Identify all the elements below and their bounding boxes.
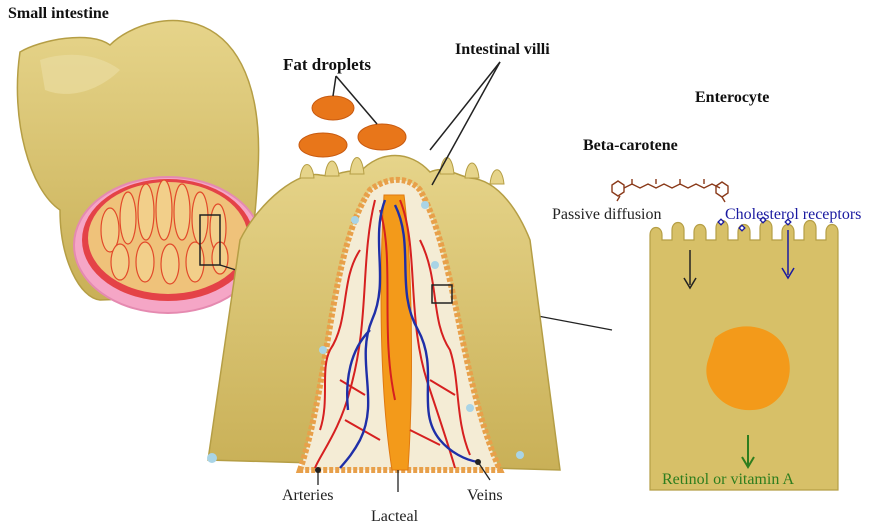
label-beta-carotene: Beta-carotene xyxy=(583,138,678,154)
fat-droplets xyxy=(299,96,406,157)
enterocyte-illustration xyxy=(650,217,838,490)
label-enterocyte: Enterocyte xyxy=(695,90,769,106)
label-fat-droplets: Fat droplets xyxy=(283,56,371,73)
label-passive-diffusion: Passive diffusion xyxy=(552,207,661,223)
label-small-intestine: Small intestine xyxy=(8,6,109,22)
label-arteries: Arteries xyxy=(282,488,334,504)
small-intestine-illustration xyxy=(17,21,262,313)
label-lacteal: Lacteal xyxy=(371,509,418,525)
beta-carotene-molecule xyxy=(612,179,728,202)
villus-illustration xyxy=(207,156,560,471)
label-retinol: Retinol or vitamin A xyxy=(662,472,794,488)
nucleus xyxy=(706,326,789,410)
label-cholesterol-receptors: Cholesterol receptors xyxy=(725,207,861,223)
label-veins: Veins xyxy=(467,488,503,504)
label-intestinal-villi: Intestinal villi xyxy=(455,42,550,58)
